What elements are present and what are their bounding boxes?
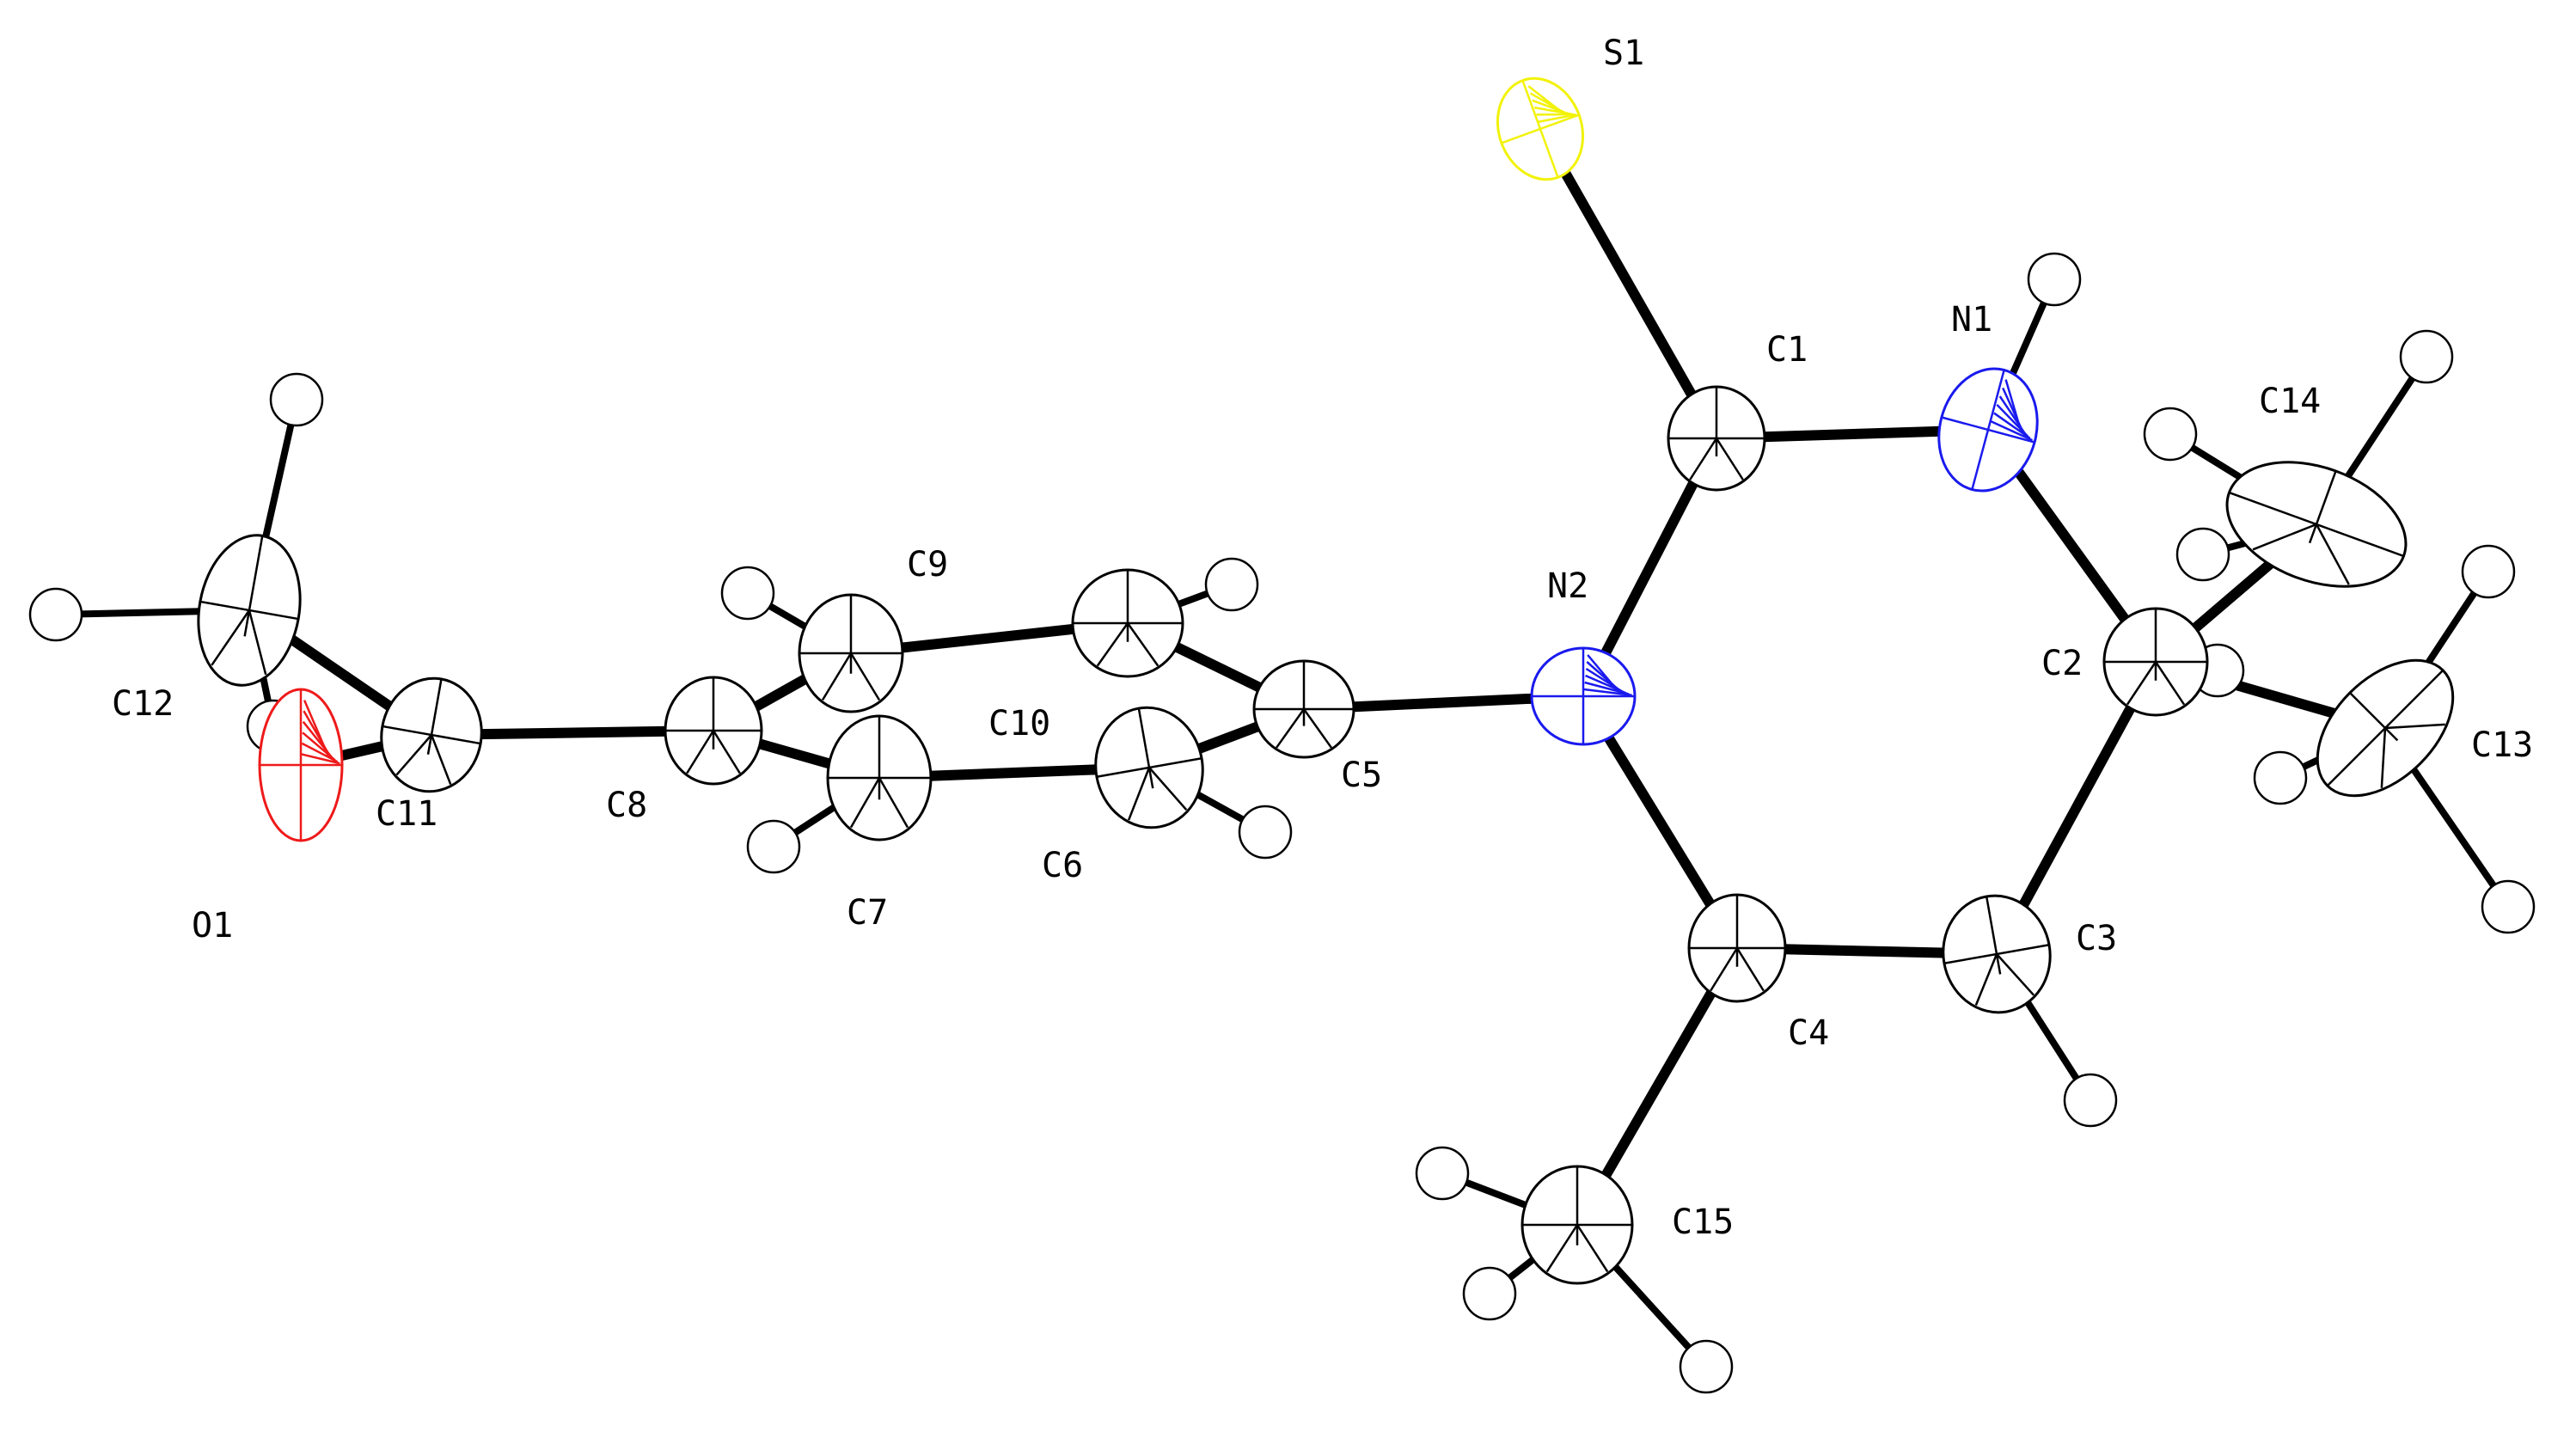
hydrogen-atom — [269, 372, 324, 427]
atom-label-c9: C9 — [907, 545, 948, 584]
atom-label-c10: C10 — [988, 704, 1050, 744]
atom-label-c7: C7 — [847, 893, 888, 933]
atom-label-c5: C5 — [1341, 756, 1382, 795]
hydrogen-atoms-layer — [28, 252, 2536, 1394]
atom-n2 — [1530, 646, 1637, 746]
hydrogen-atom — [2143, 407, 2198, 462]
atom-n1 — [1937, 367, 2039, 493]
atom-label-c8: C8 — [606, 786, 647, 825]
atom-label-o1: O1 — [192, 906, 233, 945]
hydrogen-atom — [2253, 750, 2308, 805]
hydrogen-atom — [2027, 252, 2082, 307]
atoms-layer — [197, 76, 2455, 1285]
atom-label-c15: C15 — [1672, 1203, 1734, 1242]
hydrogen-atom — [1415, 1146, 1470, 1201]
hydrogen-atom — [2175, 527, 2230, 582]
atom-label-n2: N2 — [1547, 566, 1588, 606]
atom-label-n1: N1 — [1951, 300, 1992, 340]
atom-c9 — [798, 593, 904, 713]
atom-c13 — [2316, 658, 2455, 798]
hydrogen-atom — [1462, 1266, 1517, 1321]
atom-label-c1: C1 — [1766, 330, 1808, 370]
hydrogen-atom — [720, 566, 775, 621]
hydrogen-atom — [1679, 1339, 1734, 1394]
atom-label-c11: C11 — [376, 794, 437, 834]
atom-label-c2: C2 — [2041, 644, 2083, 683]
atom-c3 — [1942, 894, 2052, 1014]
atom-c1 — [1667, 385, 1766, 492]
atom-c5 — [1252, 659, 1355, 759]
atom-label-s1: S1 — [1603, 34, 1644, 73]
atom-c14 — [2225, 461, 2408, 588]
hydrogen-atom — [1204, 557, 1259, 612]
hydrogen-atom — [746, 819, 801, 874]
hydrogen-atom — [28, 587, 83, 642]
atom-c12 — [197, 534, 302, 687]
atom-c2 — [2102, 607, 2209, 717]
atom-label-c3: C3 — [2076, 919, 2117, 958]
atom-c7 — [826, 714, 933, 841]
hydrogen-atom — [2063, 1073, 2118, 1128]
atom-c15 — [1521, 1165, 1634, 1285]
atom-s1 — [1496, 76, 1585, 181]
hydrogen-atom — [2399, 329, 2454, 384]
atom-c8 — [664, 676, 763, 786]
atom-label-c12: C12 — [112, 684, 174, 724]
atom-label-c13: C13 — [2471, 725, 2533, 765]
bond-s1-c1 — [1535, 124, 1722, 444]
atom-label-c14: C14 — [2259, 382, 2321, 421]
hydrogen-atom — [2481, 879, 2536, 934]
hydrogen-atom — [2461, 544, 2516, 599]
atom-label-c4: C4 — [1788, 1013, 1829, 1053]
atom-c6 — [1094, 706, 1204, 829]
hydrogen-atom — [1238, 805, 1293, 860]
atom-c11 — [380, 676, 483, 793]
atom-c4 — [1687, 893, 1787, 1003]
atom-c10 — [1071, 568, 1184, 678]
atom-label-c6: C6 — [1042, 846, 1083, 885]
atom-o1 — [258, 688, 344, 842]
